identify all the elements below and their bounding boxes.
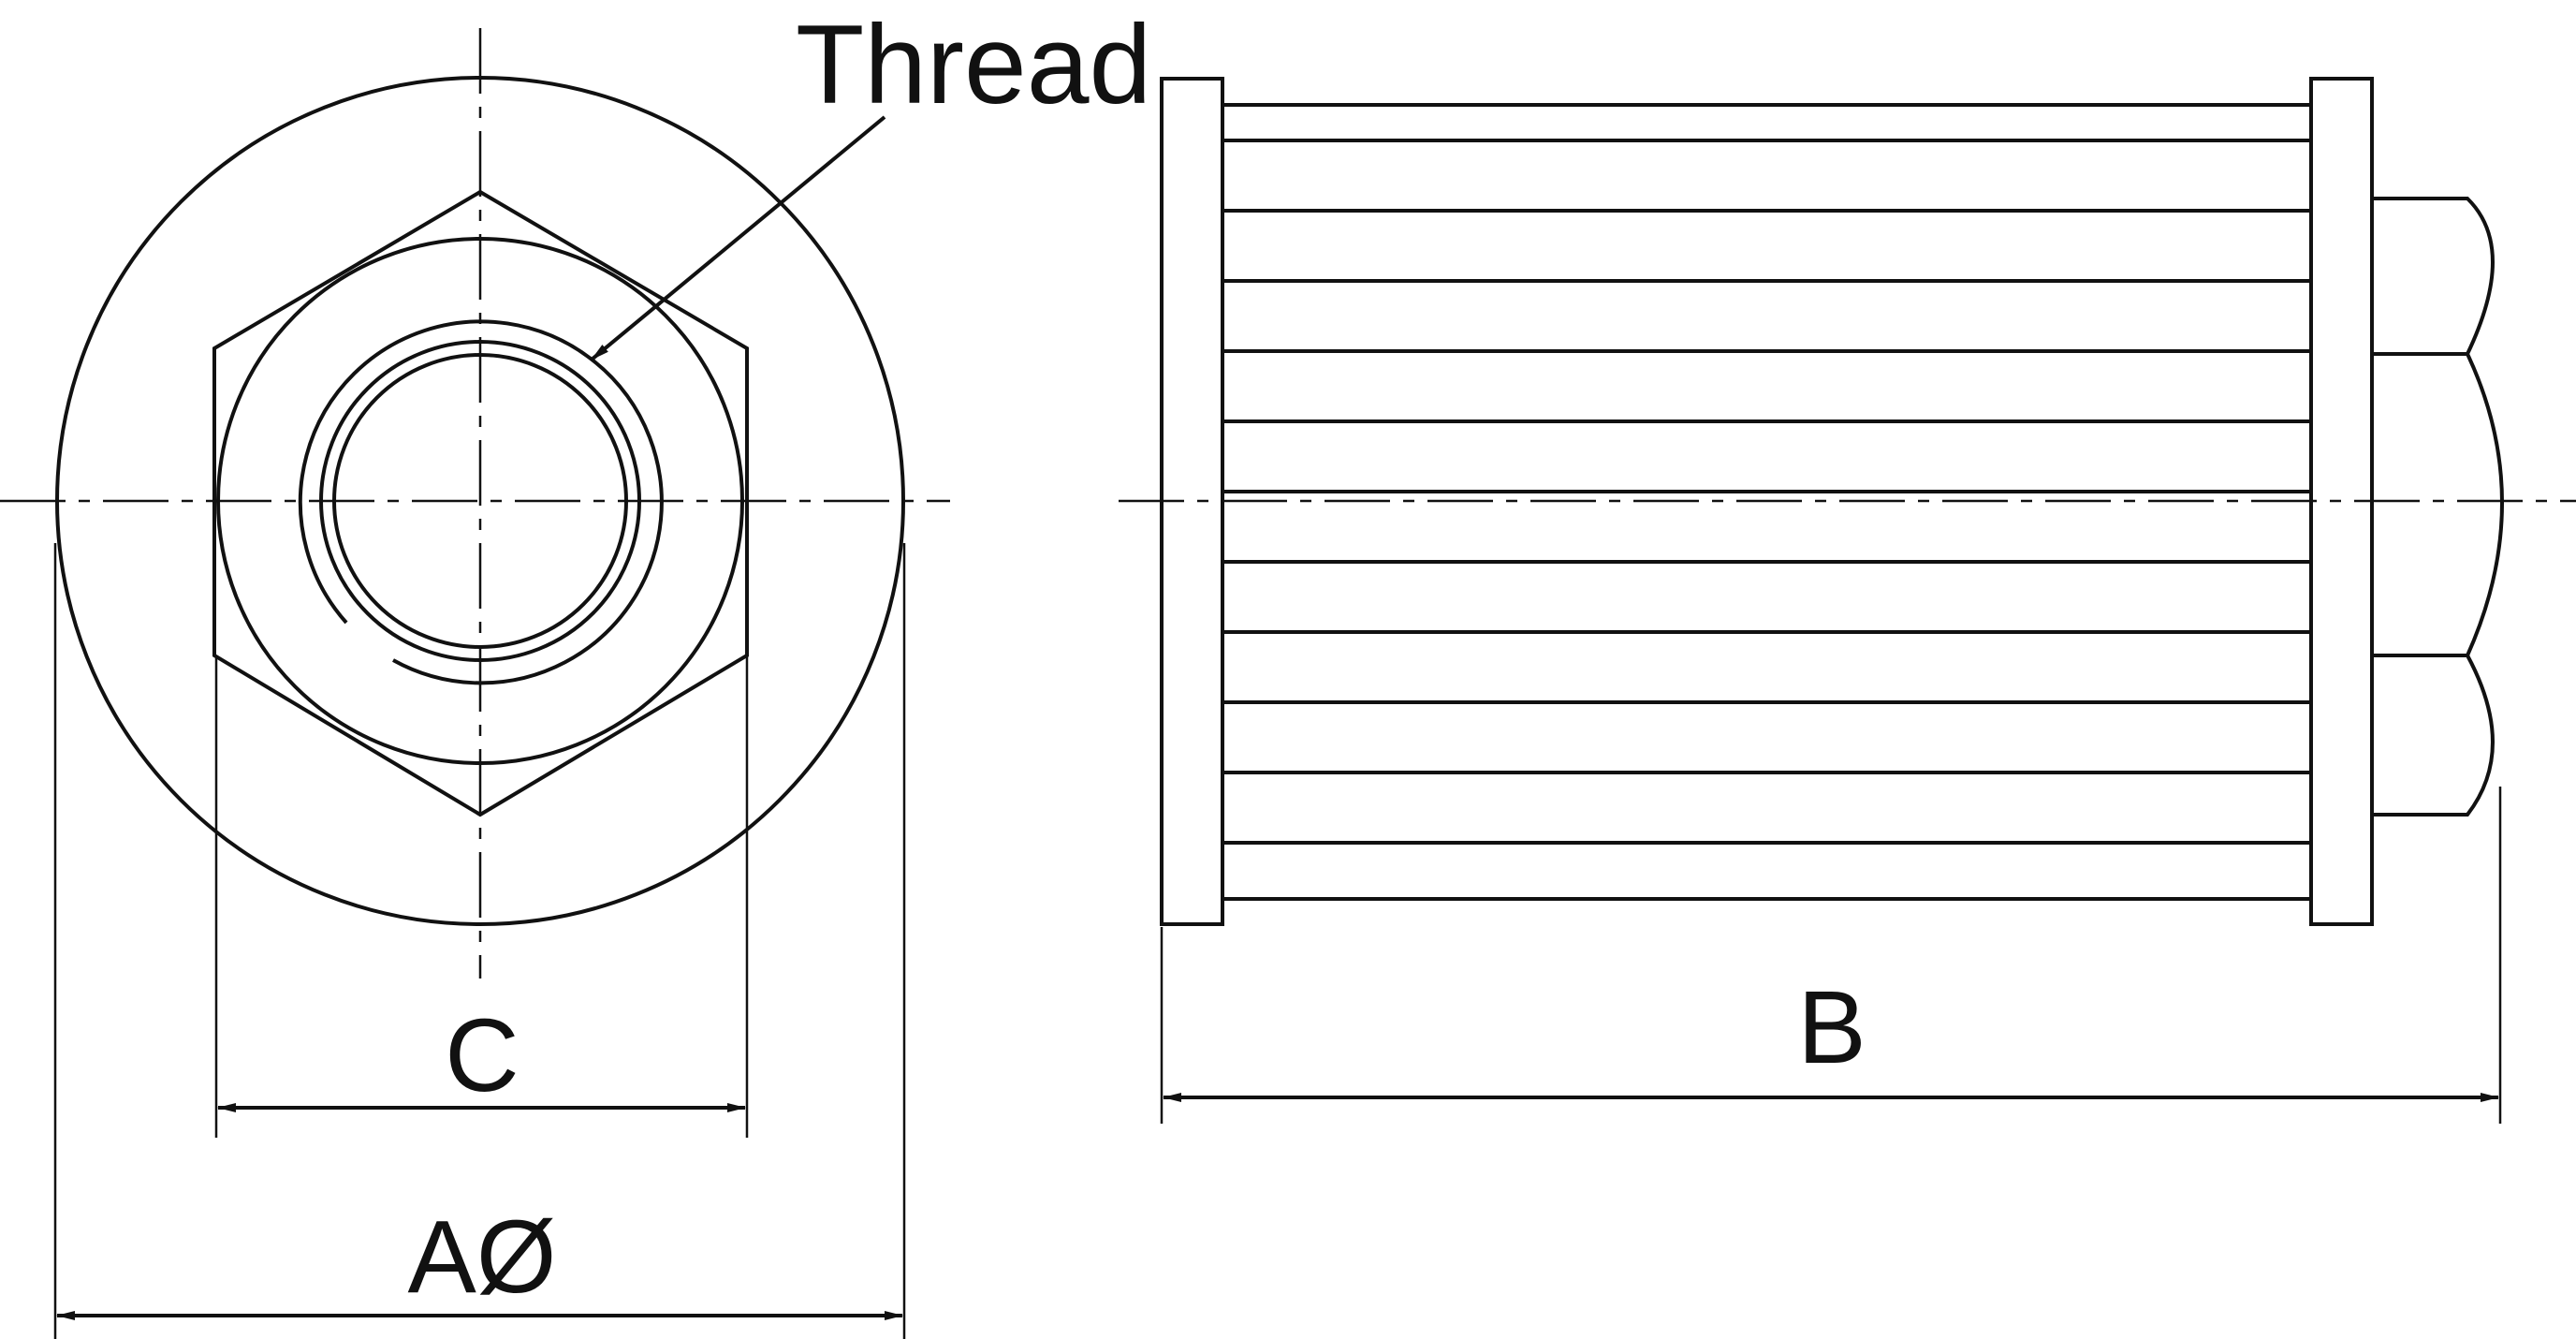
hex-nut-side-profile [2370,197,2504,817]
front-view: Thread C AØ [0,2,1151,1339]
thread-label: Thread [796,2,1151,127]
thread-arc [298,319,664,685]
dim-b-label: B [1797,970,1866,1085]
dim-c-label: C [445,998,519,1113]
side-view: B [1119,77,2576,1124]
dim-a-label: AØ [408,1199,557,1315]
pleat-lines [1222,103,2311,901]
thread-leader-line [590,115,886,361]
